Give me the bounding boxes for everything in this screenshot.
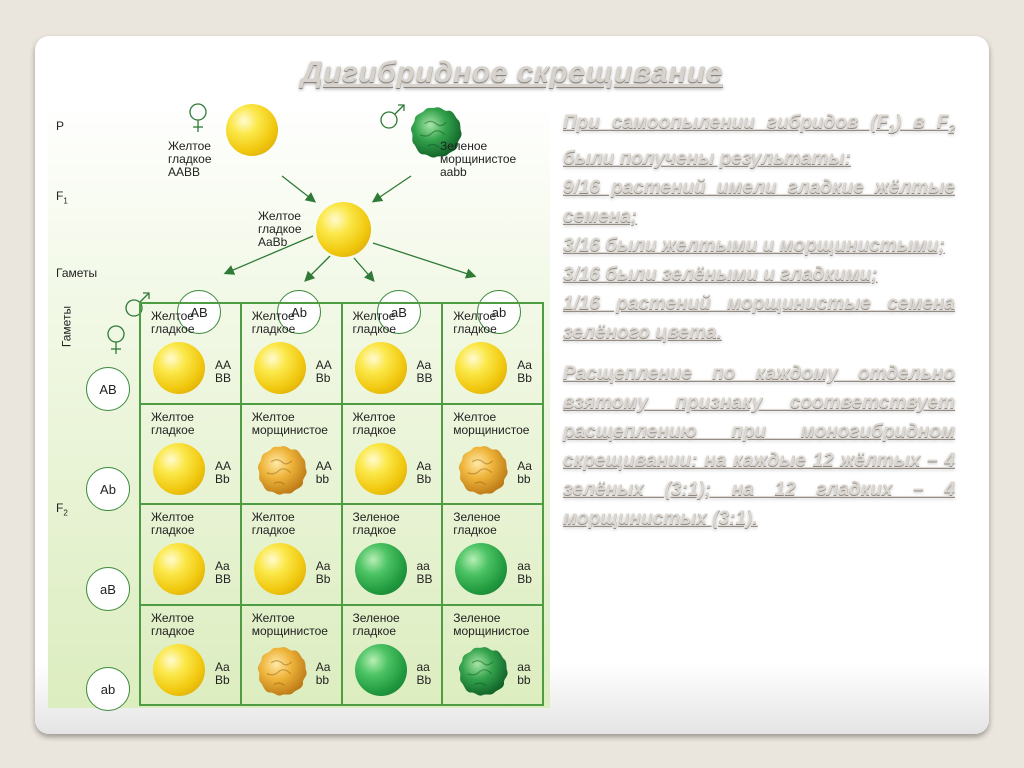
row-label-f1: F1	[56, 189, 68, 206]
genotype-label: Aa bb	[315, 659, 331, 687]
female-gamete-ab: AB	[86, 367, 130, 411]
genotype-label: AA Bb	[315, 358, 332, 385]
phenotype-label: Желтое морщинистое	[453, 409, 530, 437]
yellow-round-pea	[354, 342, 407, 394]
phenotype-label: Желтое гладкое	[251, 510, 296, 537]
phenotype-label: Желтое гладкое	[352, 409, 397, 437]
segregation-explanation: Расщепление по каждому отдельно взятому …	[563, 362, 955, 529]
phenotype-label: Зеленое гладкое	[352, 610, 400, 638]
male-gamete-ab-2: Ab	[277, 290, 321, 334]
genotype-label: Aa bb	[517, 458, 532, 486]
punnett-cell: Желтое гладкое Aa Bb	[240, 504, 342, 605]
parent-yellow-pea	[226, 104, 278, 156]
phenotype-label: Желтое гладкое	[352, 309, 397, 336]
yellow-round-pea	[253, 543, 306, 595]
female-gamete-ab-3: aB	[86, 567, 130, 611]
male-gamete-ab-4: ab	[477, 290, 521, 334]
slide: Дигибридное скрещивание	[35, 36, 989, 734]
punnett-cell: Желтое гладкое Aa Bb	[140, 604, 241, 705]
genotype-label: aa bb	[517, 659, 531, 687]
punnett-cell: Желтое гладкое Aa BB	[341, 303, 443, 404]
parent-male-label: Зеленое морщинистое aabb	[440, 139, 517, 179]
yellow-round-pea	[354, 442, 407, 495]
phenotype-label: Желтое гладкое	[251, 309, 296, 336]
parent-green-wrinkled-pea	[411, 107, 462, 158]
phenotype-label: Зеленое гладкое	[453, 510, 501, 537]
row-label-gametes: Гаметы	[56, 266, 98, 280]
genotype-label: AA Bb	[215, 458, 232, 486]
green-wrinkled-pea	[456, 644, 510, 698]
phenotype-label: Желтое морщинистое	[251, 409, 328, 437]
results-intro: При самоопылении гибридов (F1) в F2 были…	[563, 112, 955, 169]
result-line-3: 3/16 были зелёными и гладкими;	[563, 263, 878, 285]
punnett-cell: Желтое морщинистое Aa bb	[240, 604, 342, 705]
green-round-pea	[354, 543, 407, 595]
hybrid-label: Желтое гладкое AaBb	[258, 209, 302, 249]
male-symbol	[380, 104, 405, 129]
genotype-label: aa Bb	[517, 559, 532, 586]
result-line-1: 9/16 растений имели гладкие жёлтые семен…	[563, 176, 955, 227]
yellow-wrinkled-pea	[255, 443, 309, 497]
genotype-label: AA bb	[315, 458, 332, 486]
phenotype-label: Желтое морщинистое	[251, 610, 328, 638]
yellow-round-pea	[253, 342, 306, 394]
dihybrid-cross-figure: P F1 Гаметы Гаметы F2 Желтое гладкое AAB…	[48, 98, 550, 711]
yellow-round-pea	[153, 543, 205, 595]
phenotype-label: Желтое гладкое	[151, 409, 195, 437]
result-line-4: 1/16 растений морщинистые семена зелёног…	[563, 292, 955, 343]
yellow-round-pea	[153, 342, 205, 394]
genotype-label: AA BB	[215, 358, 232, 385]
punnett-cell: Зеленое гладкое aa Bb	[341, 604, 443, 705]
green-round-pea	[354, 643, 407, 696]
punnett-cell: Желтое гладкое AA Bb	[140, 403, 241, 504]
phenotype-label: Желтое гладкое	[151, 510, 195, 537]
female-gamete-ab-4: ab	[86, 667, 130, 711]
genotype-label: Aa Bb	[416, 458, 432, 486]
phenotype-label: Зеленое морщинистое	[453, 610, 530, 638]
phenotype-label: Желтое гладкое	[151, 610, 195, 638]
punnett-cell: Желтое морщинистое AA bb	[240, 403, 342, 504]
punnett-cell: Зеленое гладкое aa BB	[341, 504, 443, 605]
yellow-round-pea	[153, 442, 205, 495]
phenotype-label: Желтое гладкое	[453, 309, 497, 336]
female-gamete-ab-2: Ab	[86, 467, 130, 511]
punnett-cell: Желтое гладкое AA BB	[140, 303, 241, 404]
genotype-label: Aa Bb	[315, 559, 331, 586]
hybrid-yellow-pea	[316, 202, 371, 257]
phenotype-label: Зеленое гладкое	[352, 510, 400, 537]
slide-title: Дигибридное скрещивание	[301, 56, 723, 89]
explanation-text: При самоопылении гибридов (F1) в F2 были…	[563, 108, 955, 533]
male-symbol-gametes	[125, 292, 150, 317]
genotype-label: aa BB	[416, 559, 433, 586]
yellow-round-pea	[455, 342, 508, 394]
genotype-label: Aa Bb	[215, 659, 230, 687]
phenotype-label: Желтое гладкое	[151, 309, 195, 336]
row-label-f2: F2	[56, 501, 68, 518]
punnett-cell: Желтое гладкое AA Bb	[240, 303, 342, 404]
female-symbol-gametes	[107, 325, 125, 354]
punnett-cell: Желтое гладкое Aa BB	[140, 504, 241, 605]
genotype-label: aa Bb	[416, 659, 432, 687]
punnett-cell: Зеленое гладкое aa Bb	[442, 504, 543, 605]
punnett-cell: Зеленое морщинистое aa bb	[442, 604, 543, 705]
male-gamete-ab: AB	[177, 290, 221, 334]
yellow-round-pea	[153, 643, 205, 696]
yellow-wrinkled-pea	[456, 443, 510, 497]
parent-female-label: Желтое гладкое AABB	[168, 139, 212, 179]
punnett-cell: Желтое гладкое Aa Bb	[341, 403, 443, 504]
row-label-p: P	[56, 119, 65, 133]
punnett-cell: Желтое морщинистое Aa bb	[442, 403, 543, 504]
row-label-gametes-vertical: Гаметы	[59, 305, 74, 348]
punnett-cell: Желтое гладкое Aa Bb	[442, 303, 543, 404]
green-round-pea	[455, 543, 508, 595]
result-line-2: 3/16 были желтыми и морщинистыми;	[563, 234, 945, 256]
male-gamete-ab-3: aB	[377, 290, 421, 334]
genotype-label: Aa BB	[416, 358, 433, 385]
genotype-label: Aa BB	[215, 559, 232, 586]
yellow-wrinkled-pea	[255, 644, 309, 698]
female-symbol	[189, 103, 207, 132]
cross-arrows	[107, 103, 477, 354]
genotype-label: Aa Bb	[517, 358, 532, 385]
